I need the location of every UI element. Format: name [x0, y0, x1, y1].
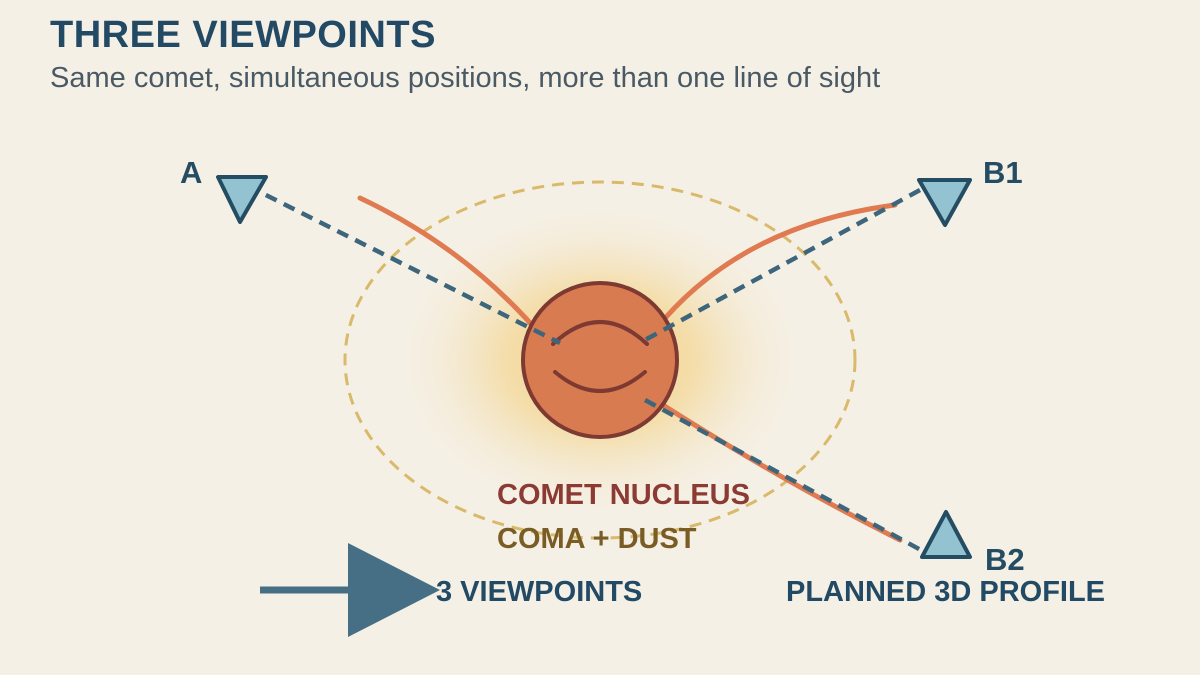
planned-profile-label: PLANNED 3D PROFILE	[786, 576, 1105, 608]
viewpoint-b2-marker	[920, 510, 972, 559]
dust-tail-left	[357, 195, 548, 343]
sight-line-b1	[643, 188, 922, 342]
nucleus-label: COMET NUCLEUS	[497, 479, 750, 511]
viewpoint-b1-marker	[917, 178, 972, 227]
sight-line-a	[246, 183, 562, 346]
viewpoint-b1-label: B1	[983, 155, 1023, 190]
nucleus-lower-arc	[553, 370, 647, 393]
sight-line-b2	[643, 398, 932, 557]
direction-arrow-head	[348, 543, 440, 637]
page-title: THREE VIEWPOINTS	[50, 14, 436, 56]
comet-nucleus	[521, 281, 679, 439]
coma-outline	[343, 180, 857, 540]
dust-tail-right-upper	[652, 202, 898, 333]
viewpoint-a-label: A	[180, 155, 202, 190]
dust-tail-right-lower	[652, 397, 903, 543]
coma-label: COMA + DUST	[497, 523, 697, 555]
viewpoint-b2-label: B2	[985, 542, 1025, 577]
page-subtitle: Same comet, simultaneous positions, more…	[50, 62, 881, 94]
viewpoint-a-marker	[216, 175, 268, 224]
viewpoint-count-label: 3 VIEWPOINTS	[436, 576, 642, 608]
nucleus-upper-arc	[551, 320, 649, 346]
